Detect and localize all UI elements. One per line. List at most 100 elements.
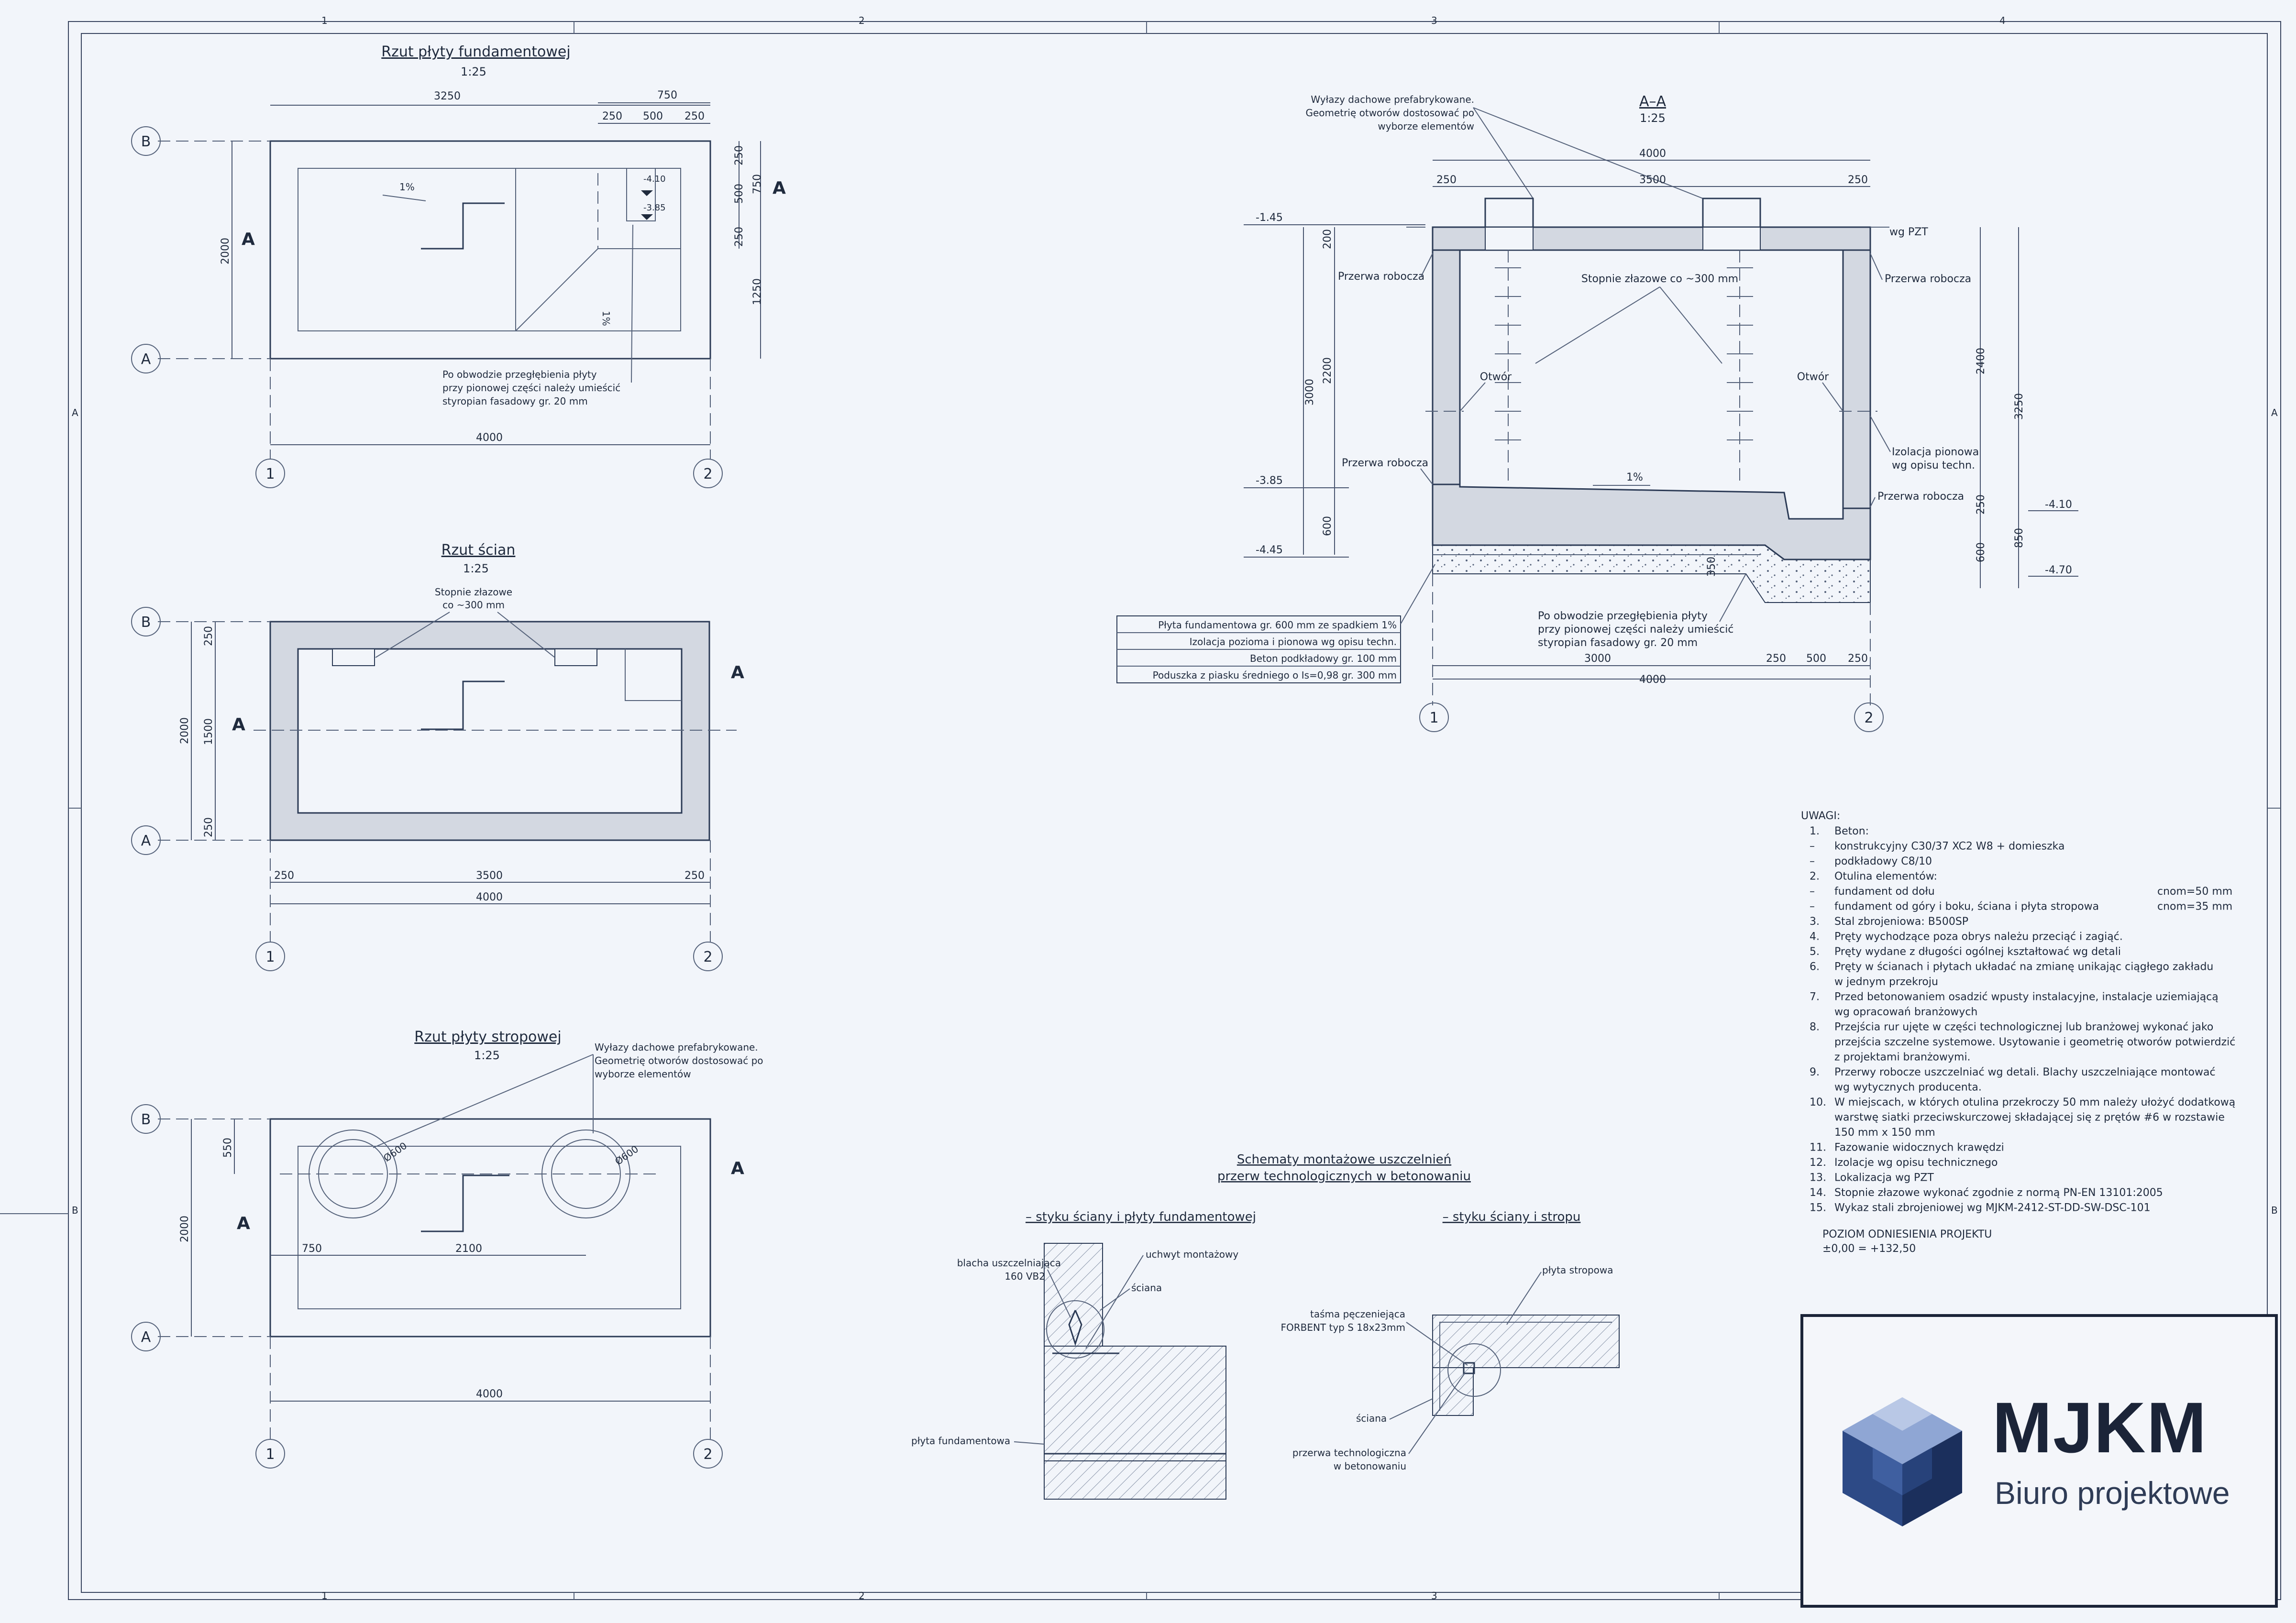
section-dim-v3250: 3250 (2013, 393, 2025, 420)
detail-roof-label: płyta stropowa (1542, 1264, 1613, 1276)
roof-stair-symbol (421, 1174, 509, 1232)
note-cover-value: cnom=35 mm (2157, 901, 2232, 913)
roof-axis-2: 2 (703, 1446, 712, 1463)
detail-wall-label-left: ściana (1131, 1282, 1162, 1294)
detail-sheet-2: 160 VB2 (1004, 1271, 1045, 1282)
section-break-1: Przerwa robocza (1338, 271, 1424, 283)
note-text: przejścia szczelne systemowe. Usytowanie… (1834, 1036, 2235, 1048)
note-number: – (1810, 841, 1815, 853)
detail-wall-label-right: ściana (1356, 1413, 1387, 1424)
layer-legend: Płyta fundamentowa gr. 600 mm ze spadkie… (1116, 564, 1435, 683)
foundation-slope-a: 1% (399, 181, 415, 193)
note-text: Stopnie złazowe wykonać zgodnie z normą … (1834, 1187, 2163, 1199)
grid-col-1-bottom: 1 (321, 1590, 328, 1601)
foundation-dim-v750: 750 (751, 174, 763, 194)
wall-axis-1: 1 (265, 949, 275, 965)
note-text: Fazowanie widocznych krawędzi (1834, 1142, 2004, 1154)
wall-dim-v250b: 250 (203, 817, 215, 837)
section-level-145: -1.45 (1256, 212, 1283, 224)
section-break-4: Przerwa robocza (1877, 491, 1964, 503)
roof-note-line-2: Geometrię otworów dostosować po (595, 1055, 763, 1066)
note-number: 13. (1810, 1172, 1826, 1184)
foundation-level-2: -3.85 (643, 203, 666, 213)
note-number: 8. (1810, 1021, 1820, 1033)
note-text: fundament od góry i boku, ściana i płyta… (1834, 901, 2099, 913)
section-dim-250a-top: 250 (1436, 174, 1457, 186)
roof-dim-2100: 2100 (455, 1243, 482, 1255)
section-hatches-note-2: Geometrię otworów dostosować po (1306, 107, 1475, 119)
section-pit-note-2: przy pionowej części należy umieścić (1538, 624, 1733, 636)
details-title-1: Schematy montażowe uszczelnień (1237, 1152, 1451, 1167)
wall-axis-a: A (141, 833, 151, 849)
note-text: Pręty wydane z długości ogólnej kształto… (1834, 946, 2121, 958)
foundation-note-line-1: Po obwodzie przegłębienia płyty (442, 369, 597, 380)
wall-section-mark-right: A (731, 663, 744, 682)
note-number: – (1810, 901, 1815, 913)
section-dim-v850: 850 (2013, 528, 2025, 548)
section-dim-3000: 3000 (1584, 653, 1611, 665)
grid-col-3-bottom: 3 (1431, 1590, 1437, 1601)
section-break-3: Przerwa robocza (1342, 457, 1428, 469)
section-dim-v2400: 2400 (1975, 348, 1987, 374)
section-axis-2: 2 (1864, 710, 1873, 726)
note-number: – (1810, 855, 1815, 867)
roof-note-line-1: Wyłazy dachowe prefabrykowane. (595, 1042, 758, 1053)
note-text: Pręty wychodzące poza obrys należu przec… (1834, 931, 2123, 943)
note-number: 10. (1810, 1097, 1826, 1108)
foundation-plan-scale: 1:25 (461, 65, 486, 78)
logo-block: MJKM Biuro projektowe (1800, 1314, 2278, 1608)
section-insulation-2: wg opisu techn. (1892, 460, 1975, 472)
section-hatches-note-1: Wyłazy dachowe prefabrykowane. (1311, 94, 1474, 105)
section-dim-4000-top: 4000 (1639, 148, 1666, 160)
note-number: 3. (1810, 916, 1820, 928)
wall-dim-3500: 3500 (476, 870, 503, 882)
sheet-frame: 1 2 3 4 1 2 3 A B A B (0, 15, 2281, 1601)
note-text: fundament od dołu (1834, 886, 1935, 898)
note-number: 4. (1810, 931, 1820, 943)
section-dim-v3000: 3000 (1304, 379, 1316, 406)
roof-note-line-3: wyborze elementów (595, 1068, 691, 1080)
grid-col-3-top: 3 (1431, 15, 1437, 26)
roof-dim-750: 750 (302, 1243, 322, 1255)
note-number: 7. (1810, 991, 1820, 1003)
foundation-note-line-3: styropian fasadowy gr. 20 mm (442, 395, 588, 407)
section-axis-1: 1 (1429, 710, 1438, 726)
wall-dim-v1500: 1500 (203, 718, 215, 745)
foundation-dim-250b: 250 (684, 110, 705, 122)
detail-holder: uchwyt montażowy (1146, 1249, 1238, 1260)
section-scale: 1:25 (1640, 111, 1666, 125)
note-text: Izolacje wg opisu technicznego (1834, 1157, 1998, 1169)
foundation-inner-outline (298, 168, 681, 331)
foundation-dim-750: 750 (657, 89, 677, 101)
note-text: konstrukcyjny C30/37 XC2 W8 + domieszka (1834, 841, 2064, 853)
foundation-dim-v250a: 250 (733, 145, 745, 165)
note-text: Stal zbrojeniowa: B500SP (1834, 916, 1968, 928)
section-insulation-1: Izolacja pionowa (1892, 446, 1979, 458)
foundation-axis-1: 1 (265, 466, 275, 483)
foundation-dim-3250: 3250 (434, 90, 461, 102)
section-dim-250b-bottom: 250 (1848, 653, 1868, 665)
foundation-slope-b: 1% (600, 311, 612, 326)
note-text: warstwę siatki przeciwskurczowej składaj… (1834, 1112, 2225, 1124)
note-text: Wykaz stali zbrojeniowej wg MJKM-2412-ST… (1834, 1202, 2151, 1214)
detail-joint-2: w betonowaniu (1334, 1460, 1406, 1472)
wall-dim-250a: 250 (274, 870, 294, 882)
wall-note-line-2: co ~300 mm (442, 599, 505, 611)
note-text: Przerwy robocze uszczelniać wg detali. B… (1834, 1066, 2216, 1078)
logo-name: MJKM (1992, 1387, 2208, 1468)
wall-note-line-1: Stopnie złazowe (435, 586, 512, 598)
section-level-470: -4.70 (2045, 564, 2072, 576)
section-dim-3500-top: 3500 (1639, 174, 1666, 186)
section-steps-label: Stopnie złazowe co ~300 mm (1581, 273, 1738, 285)
detail-right-title: – styku ściany i stropu (1443, 1210, 1581, 1224)
roof-dia-2: Ø600 (613, 1143, 640, 1168)
note-text: 150 mm x 150 mm (1834, 1127, 1935, 1139)
detail-foundation (1044, 1346, 1226, 1461)
wall-section-mark-left: A (232, 715, 245, 735)
roof-dim-v550: 550 (222, 1138, 234, 1158)
detail-joint-1: przerwa technologiczna (1292, 1447, 1406, 1459)
note-text: Pręty w ścianach i płytach układać na zm… (1834, 961, 2213, 973)
foundation-note-line-2: przy pionowej części należy umieścić (442, 382, 620, 394)
